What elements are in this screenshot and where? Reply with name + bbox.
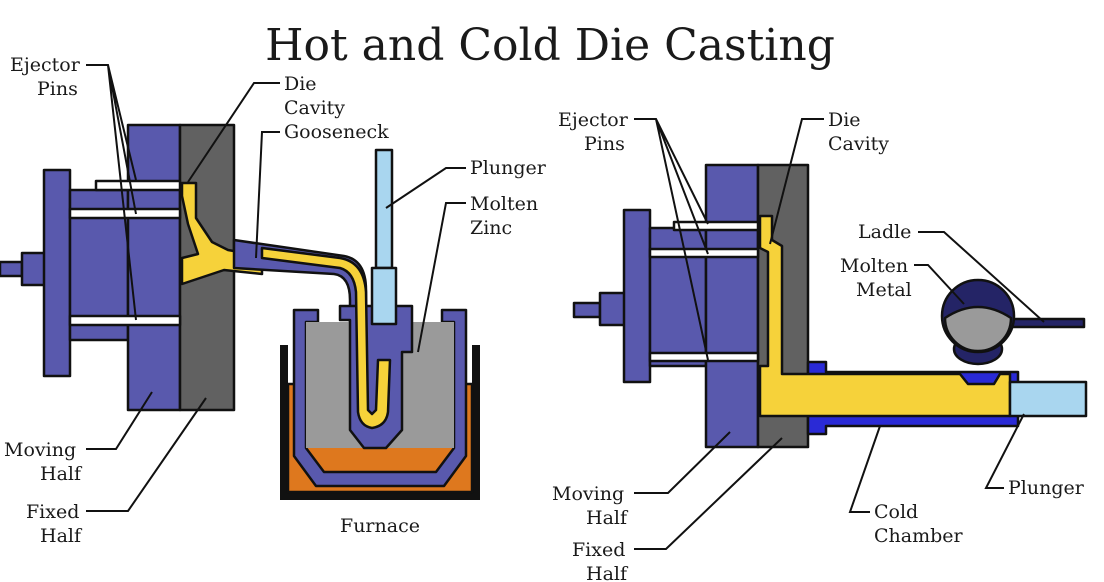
cold-leader-cold-chamber <box>848 425 881 513</box>
hot-label-plunger: Plunger <box>470 157 547 179</box>
hot-label-ejector-pins: Ejector Pins <box>10 54 86 100</box>
cold-leader-moving-half <box>634 431 731 494</box>
ladle <box>940 278 1086 366</box>
cold-leader-fixed-half <box>634 437 783 550</box>
hot-leader-gooseneck <box>255 131 280 259</box>
hot-label-furnace: Furnace <box>340 515 420 537</box>
gooseneck-metal-channel <box>260 246 392 430</box>
hot-leader-moving-half <box>86 391 153 450</box>
cold-plunger <box>1008 380 1088 418</box>
hot-plunger-rod <box>374 148 394 270</box>
cold-moving-half <box>704 163 760 449</box>
cold-leader-plunger <box>984 413 1025 489</box>
cold-leader-molten-metal <box>914 264 965 305</box>
cold-actuator-rod <box>572 301 602 319</box>
hot-chamber-machine <box>0 123 480 500</box>
hot-ejector-pin-3 <box>68 314 182 327</box>
cold-ejector-pin-2 <box>648 247 760 259</box>
hot-plunger-head <box>370 266 398 326</box>
hot-label-moving-half: Moving Half <box>4 439 83 485</box>
cold-ejector-pin-1 <box>672 220 760 232</box>
cold-ejector-pin-3 <box>648 351 760 363</box>
ladle-molten-metal <box>943 305 1013 353</box>
hot-leader-die-cavity <box>187 82 280 183</box>
cold-label-moving-half: Moving Half <box>552 483 630 529</box>
cold-leader-ladle <box>918 231 1045 323</box>
hot-label-fixed-half: Fixed Half <box>26 501 85 547</box>
cold-label-molten-metal: Molten Metal <box>840 255 914 301</box>
hot-leader-ejector-pins <box>86 64 137 321</box>
cold-label-cold-chamber: Cold Chamber <box>874 501 964 547</box>
hot-moving-half <box>126 123 182 412</box>
cold-chamber-labels: Ejector Pins Die Cavity Ladle Molten Met… <box>552 109 1085 582</box>
cold-label-ladle: Ladle <box>858 221 911 243</box>
diagram-title: Hot and Cold Die Casting <box>265 20 835 71</box>
cold-leader-ejector-pins <box>634 118 709 361</box>
hot-chamber-labels: Ejector Pins Die Cavity Gooseneck Plunge… <box>4 54 547 547</box>
hot-back-plate <box>42 168 72 378</box>
hot-leader-fixed-half <box>86 397 207 512</box>
cold-label-die-cavity: Die Cavity <box>828 109 889 155</box>
cold-actuator-cylinder <box>598 291 628 327</box>
cold-leader-die-cavity <box>769 118 824 245</box>
cold-molten-metal <box>758 214 1012 418</box>
cold-label-ejector-pins: Ejector Pins <box>558 109 634 155</box>
hot-ejector-pin-1 <box>94 179 182 192</box>
hot-label-molten-zinc: Molten Zinc <box>470 193 544 239</box>
hot-label-die-cavity: Die Cavity <box>284 73 345 119</box>
cold-label-fixed-half: Fixed Half <box>572 539 631 582</box>
hot-actuator-rod <box>0 260 24 278</box>
hot-leader-molten-zinc <box>417 202 466 353</box>
ladle-handle <box>1010 317 1086 329</box>
hot-label-gooseneck: Gooseneck <box>284 121 389 143</box>
hot-leader-plunger <box>385 167 466 209</box>
cold-chamber-machine <box>572 163 1088 449</box>
cold-back-plate <box>622 208 652 384</box>
cold-label-plunger: Plunger <box>1008 477 1085 499</box>
